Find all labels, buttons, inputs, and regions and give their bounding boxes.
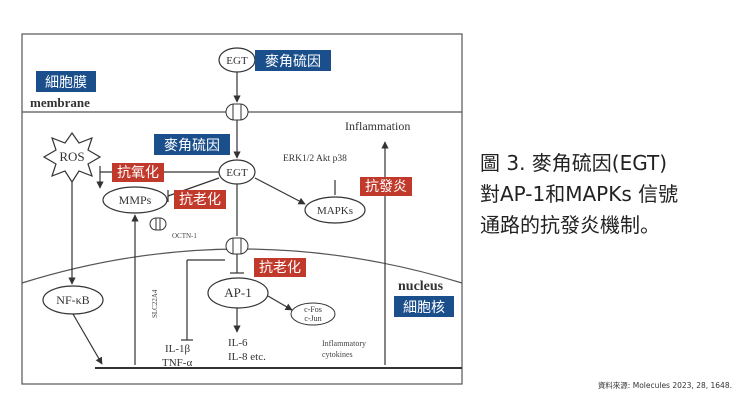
cytokines-label-1: Inflammatory [322,339,366,348]
caption-line-1: 圖 3. 麥角硫因(EGT) [480,151,668,175]
svg-text:細胞核: 細胞核 [403,300,445,316]
tnfa-label: TNF-α [162,357,192,369]
ap1-node [207,277,269,309]
caption-line-3: 通路的抗發炎機制。 [480,213,660,237]
membrane-label: membrane [30,95,90,110]
octn1-transporter [149,217,167,231]
tag-antiinflammation: 抗發炎 [360,177,412,196]
nuclear-transporter [225,237,249,255]
nfkb-label: NF-κB [56,293,89,307]
cfos-cjun-node [290,302,336,326]
egt-mid-label: EGT [226,167,248,179]
svg-text:抗老化: 抗老化 [259,260,301,276]
source-citation: 資料來源: Molecules 2023, 28, 1648. [597,381,732,390]
svg-text:抗氧化: 抗氧化 [117,165,159,181]
caption-line-2: 對AP-1和MAPKs 信號 [480,182,679,206]
cfos-label: c-Fos [304,305,322,314]
tag-antioxidant: 抗氧化 [112,163,164,182]
erk-label: ERK1/2 Akt p38 [283,154,347,164]
il1b-label: IL-1β [165,343,191,355]
svg-text:細胞膜: 細胞膜 [45,75,87,91]
slc-label: SLC22A4 [151,289,159,318]
tag-antiaging-2: 抗老化 [254,258,306,277]
cytokines-label-2: cytokines [322,350,353,359]
tag-nucleus: 細胞核 [394,296,454,317]
tag-egt-mid: 麥角硫因 [154,134,230,155]
svg-text:抗發炎: 抗發炎 [365,179,407,195]
cjun-label: c-Jun [304,314,321,323]
ros-label: ROS [59,149,84,164]
egt-top-label: EGT [226,55,248,67]
octn-label: OCTN-1 [172,232,197,240]
mmps-label: MMPs [119,193,152,207]
diagram-frame [21,33,463,385]
il8-label: IL-8 etc. [228,351,266,363]
tag-membrane: 細胞膜 [36,71,96,92]
tag-antiaging-1: 抗老化 [174,190,226,209]
svg-text:抗老化: 抗老化 [179,192,221,208]
svg-text:麥角硫因: 麥角硫因 [164,138,220,154]
membrane-transporter [225,103,249,121]
il6-label: IL-6 [228,337,248,349]
inflammation-label: Inflammation [345,119,410,133]
mmps-node [102,186,168,214]
nucleus-label: nucleus [398,279,444,294]
svg-text:麥角硫因: 麥角硫因 [265,54,321,70]
ap1-label: AP-1 [224,285,251,300]
tag-egt-top: 麥角硫因 [255,50,331,71]
figure-caption: 圖 3. 麥角硫因(EGT) 對AP-1和MAPKs 信號 通路的抗發炎機制。 [480,148,730,241]
mapks-label: MAPKs [317,205,353,217]
mapks-node [304,196,366,224]
